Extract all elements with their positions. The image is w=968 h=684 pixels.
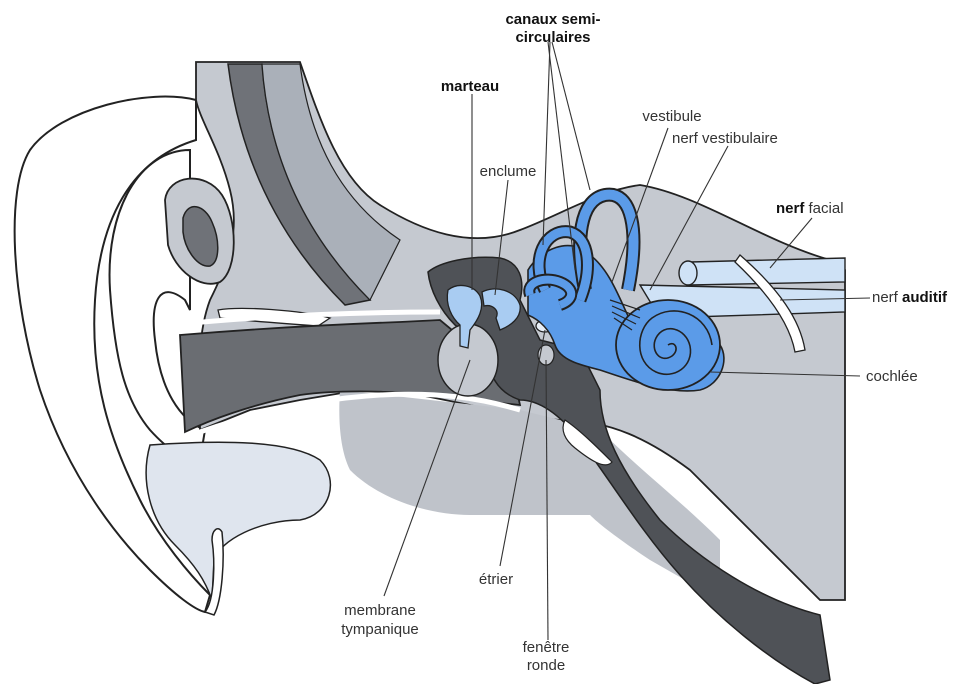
label-canaux-line1: canaux semi- [505,11,600,28]
label-membrane-line2: tympanique [341,621,419,638]
label-membrane-line1: membrane [344,602,416,619]
label-nerf-facial-bold: nerf [776,200,805,217]
label-fenetre-line2: ronde [527,657,565,674]
label-nerf-auditif-rest: nerf [872,289,902,306]
label-canaux-line2: circulaires [515,29,590,46]
label-nerf-vestibulaire: nerf vestibulaire [672,130,778,147]
label-fenetre-line1: fenêtre [523,639,570,656]
label-etrier: étrier [479,571,513,588]
label-marteau: marteau [441,78,499,95]
label-cochlee: cochlée [866,368,918,385]
label-enclume: enclume [480,163,537,180]
label-nerf-auditif-bold: auditif [902,289,948,306]
label-nerf-auditif: nerf auditif [872,289,948,306]
nerve-facial-end [679,261,697,285]
leader-canaux-2 [552,42,590,190]
leader-canaux-1 [543,42,550,245]
label-vestibule: vestibule [642,108,701,125]
label-nerf-facial-rest: facial [804,200,843,217]
label-nerf-facial: nerf facial [776,200,844,217]
